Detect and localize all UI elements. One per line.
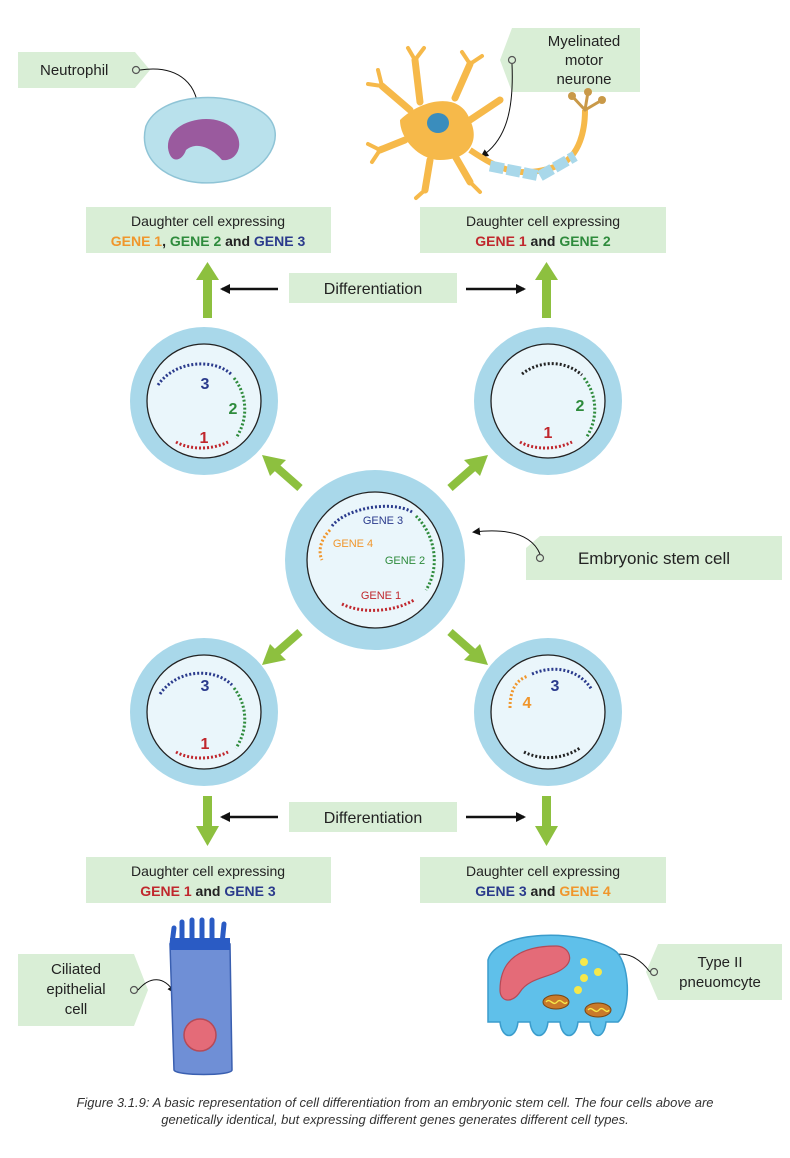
svg-text:Embryonic stem cell: Embryonic stem cell bbox=[578, 549, 730, 568]
differentiation-label-bottom: Differentiation bbox=[220, 802, 526, 832]
svg-text:GENE 1, GENE 2 and GENE 3: GENE 1, GENE 2 and GENE 3 bbox=[111, 233, 306, 249]
svg-text:3: 3 bbox=[201, 678, 210, 695]
svg-text:pneuomcyte: pneuomcyte bbox=[679, 974, 761, 991]
type2-pneumocyte-icon bbox=[487, 934, 628, 1037]
svg-text:GENE 2: GENE 2 bbox=[385, 555, 425, 567]
arrow-down-left bbox=[196, 796, 219, 846]
differentiation-label-top: Differentiation bbox=[220, 273, 526, 303]
svg-text:GENE 3 and GENE 4: GENE 3 and GENE 4 bbox=[475, 883, 611, 899]
svg-text:GENE 1 and GENE 2: GENE 1 and GENE 2 bbox=[475, 233, 611, 249]
cell-top-right: 2 1 bbox=[474, 327, 622, 475]
arrow-diag-up-left bbox=[262, 455, 303, 492]
svg-text:motor: motor bbox=[565, 52, 603, 69]
cell-bottom-right: 3 4 bbox=[474, 638, 622, 786]
neurone-label: Myelinated motor neurone bbox=[480, 28, 640, 158]
type2-pneumocyte-label: Type II pneuomcyte bbox=[602, 944, 782, 1000]
svg-text:Myelinated: Myelinated bbox=[548, 33, 621, 50]
caption-line-2: genetically identical, but expressing di… bbox=[161, 1112, 629, 1127]
cell-bottom-left: 3 1 bbox=[130, 638, 278, 786]
svg-text:1: 1 bbox=[544, 425, 553, 442]
ciliated-cell-label: Ciliated epithelial cell bbox=[18, 954, 176, 1026]
svg-text:GENE 3: GENE 3 bbox=[363, 515, 403, 527]
svg-text:cell: cell bbox=[65, 1001, 88, 1018]
svg-text:neurone: neurone bbox=[556, 71, 611, 88]
svg-text:Type II: Type II bbox=[697, 954, 742, 971]
neutrophil-label: Neutrophil bbox=[18, 52, 203, 118]
svg-text:1: 1 bbox=[201, 736, 210, 753]
daughter-box-top-right: Daughter cell expressing GENE 1 and GENE… bbox=[420, 207, 666, 253]
neutrophil-cell-icon bbox=[143, 96, 276, 184]
embryonic-stem-cell: GENE 3 GENE 4 GENE 2 GENE 1 bbox=[285, 470, 465, 650]
svg-text:GENE 1 and GENE 3: GENE 1 and GENE 3 bbox=[140, 883, 276, 899]
svg-text:Daughter cell expressing: Daughter cell expressing bbox=[131, 863, 285, 879]
svg-text:3: 3 bbox=[201, 376, 210, 393]
arrow-diag-down-right bbox=[447, 628, 488, 665]
motor-neurone-icon bbox=[366, 46, 606, 200]
svg-text:3: 3 bbox=[551, 678, 560, 695]
svg-text:Daughter cell expressing: Daughter cell expressing bbox=[131, 213, 285, 229]
svg-text:Ciliated: Ciliated bbox=[51, 961, 101, 978]
figure-caption: Figure 3.1.9: A basic representation of … bbox=[0, 1094, 790, 1128]
svg-text:2: 2 bbox=[229, 401, 238, 418]
svg-text:epithelial: epithelial bbox=[46, 981, 105, 998]
svg-text:1: 1 bbox=[200, 430, 209, 447]
svg-text:Differentiation: Differentiation bbox=[324, 281, 422, 298]
arrow-down-right bbox=[535, 796, 558, 846]
svg-text:GENE 4: GENE 4 bbox=[333, 538, 373, 550]
arrow-up-left bbox=[196, 262, 219, 318]
arrow-diag-up-right bbox=[447, 455, 488, 492]
cell-top-left: 3 2 1 bbox=[130, 327, 278, 475]
daughter-box-bottom-left: Daughter cell expressing GENE 1 and GENE… bbox=[86, 857, 331, 903]
ciliated-epithelial-cell-icon bbox=[169, 917, 233, 1076]
daughter-box-top-left: Daughter cell expressing GENE 1, GENE 2 … bbox=[86, 207, 331, 253]
arrow-up-right bbox=[535, 262, 558, 318]
svg-text:Differentiation: Differentiation bbox=[324, 810, 422, 827]
arrow-diag-down-left bbox=[262, 628, 303, 665]
caption-line-1: Figure 3.1.9: A basic representation of … bbox=[76, 1095, 714, 1110]
daughter-box-bottom-right: Daughter cell expressing GENE 3 and GENE… bbox=[420, 857, 666, 903]
svg-text:Daughter cell expressing: Daughter cell expressing bbox=[466, 213, 620, 229]
svg-text:4: 4 bbox=[523, 695, 532, 712]
svg-text:GENE 1: GENE 1 bbox=[361, 590, 401, 602]
svg-text:2: 2 bbox=[576, 398, 585, 415]
embryonic-stem-cell-label: Embryonic stem cell bbox=[472, 527, 782, 580]
svg-text:Daughter cell expressing: Daughter cell expressing bbox=[466, 863, 620, 879]
neutrophil-text: Neutrophil bbox=[40, 62, 108, 79]
